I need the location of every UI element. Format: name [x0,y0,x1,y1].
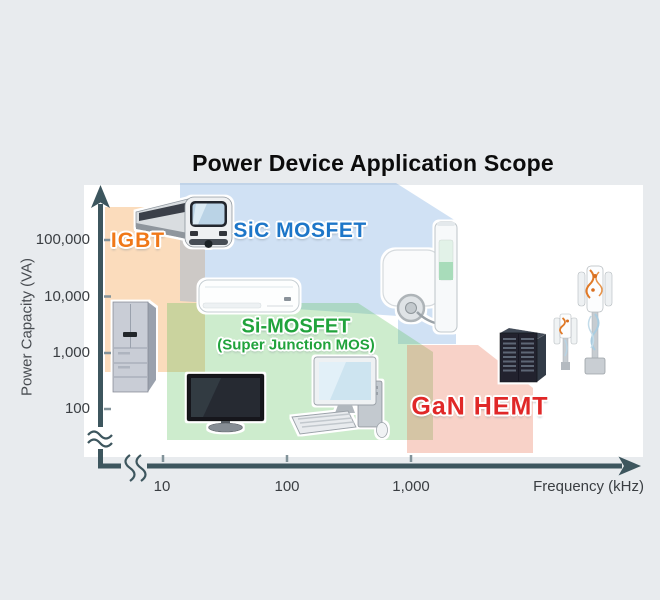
si-mosfet-sublabel: (Super Junction MOS) [217,336,375,354]
y-tick-1000: 1,000 [52,344,90,361]
y-axis-break [87,430,113,448]
server-rack-icon [499,328,546,383]
igbt-label: IGBT [110,229,166,252]
y-tick-100: 100 [64,400,90,417]
desktop-pc-icon [291,356,388,438]
refrigerator-icon [112,301,156,393]
x-tick-100: 100 [274,478,300,495]
y-axis [87,185,113,468]
x-axis [98,454,641,482]
sic-mosfet-label: SiC MOSFET [233,219,367,242]
y-axis-title: Power Capacity (VA) [18,257,36,397]
y-tick-100000: 100,000 [35,231,90,248]
y-axis-arrow [91,185,110,208]
y-tick-10000: 10,000 [44,288,90,305]
large-antenna [577,265,613,375]
tv-icon [186,373,265,433]
x-ticks [161,455,413,462]
antenna-towers-icon [553,265,613,375]
y-ticks [104,238,111,411]
small-antenna [553,313,578,370]
gan-hemt-label: GaN HEMT [411,392,549,421]
chart-title: Power Device Application Scope [192,150,554,176]
x-axis-title: Frequency (kHz) [533,478,644,495]
air-conditioner-icon [198,279,300,313]
x-tick-1000: 1,000 [392,478,430,495]
ev-charger-icon [382,221,458,333]
x-tick-10: 10 [153,478,171,495]
x-axis-break [124,454,147,482]
x-axis-arrow [618,456,641,476]
si-mosfet-label: Si-MOSFET [241,315,351,338]
train-icon [135,196,233,248]
